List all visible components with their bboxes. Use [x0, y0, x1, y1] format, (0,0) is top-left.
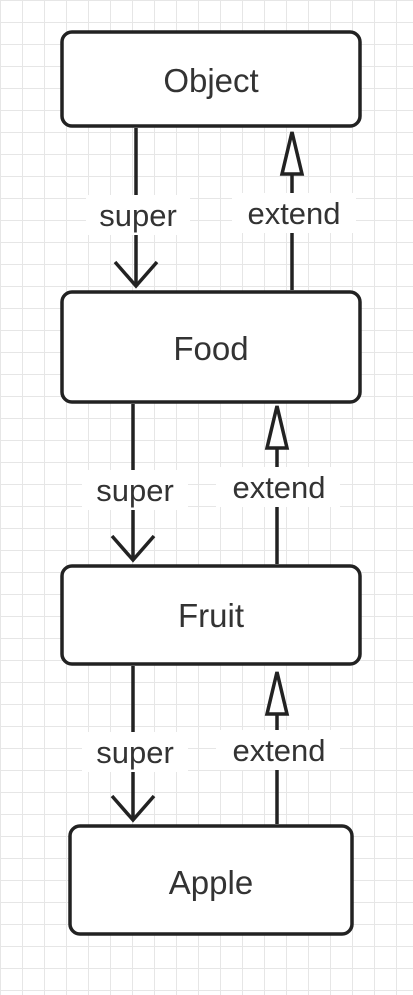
node-apple: Apple: [68, 824, 354, 936]
node-object: Object: [60, 30, 362, 128]
extend-label-1: extend: [247, 196, 340, 231]
super-label-2: super: [96, 473, 174, 508]
super-label-1: super: [99, 198, 177, 233]
node-apple-label: Apple: [169, 864, 253, 901]
super-label-3: super: [96, 735, 174, 770]
node-food: Food: [60, 290, 362, 404]
extend-label-3: extend: [232, 733, 325, 768]
node-food-label: Food: [173, 330, 248, 367]
extend-label-2: extend: [232, 470, 325, 505]
node-fruit: Fruit: [60, 564, 362, 666]
node-fruit-label: Fruit: [178, 597, 244, 634]
node-object-label: Object: [163, 62, 258, 99]
